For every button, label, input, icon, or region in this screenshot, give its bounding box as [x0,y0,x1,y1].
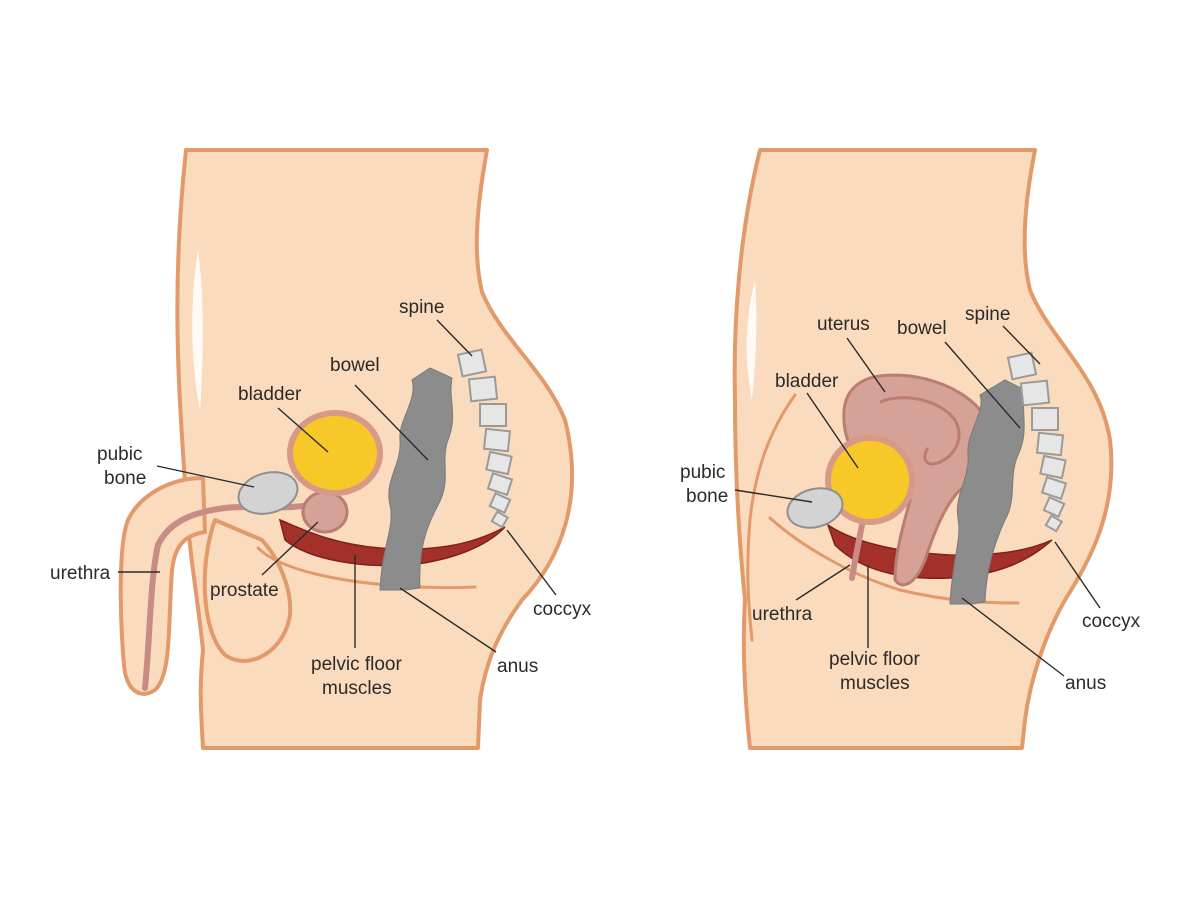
male-label-pubic-bone-2: bone [104,468,146,489]
female-label-coccyx: coccyx [1082,611,1141,632]
male-bowel [379,367,454,591]
male-label-bladder: bladder [238,384,302,405]
female-label-pelvic-floor-2: muscles [840,673,910,694]
male-penis [118,476,207,696]
female-thigh-line [746,393,797,642]
male-pubic-bone [237,471,299,515]
female-uterus-inner [879,396,961,466]
male-leader-lines [118,319,557,653]
male-label-coccyx: coccyx [533,599,592,620]
female-label-bladder: bladder [775,371,839,392]
female-belly-highlight [746,280,757,400]
female-label-bowel: bowel [897,318,947,339]
female-label-pubic-bone-2: bone [686,486,728,507]
female-label-uterus: uterus [817,314,870,335]
female-bowel [949,379,1026,605]
female-label-anus: anus [1065,673,1106,694]
female-leader-lines [734,325,1101,677]
male-pelvic-floor-muscle [278,518,506,567]
female-labels: uterus bowel spine bladder pubic bone ur… [680,304,1141,694]
female-label-spine: spine [965,304,1010,325]
male-label-pelvic-floor-2: muscles [322,678,392,699]
male-labels: spine bowel bladder pubic bone urethra p… [50,297,592,699]
female-pubic-bone [786,487,844,529]
female-spine-vertebrae [1006,351,1068,533]
female-figure [732,148,1114,750]
male-belly-highlight [192,250,203,410]
female-label-pelvic-floor-1: pelvic floor [829,649,920,670]
male-label-urethra: urethra [50,563,111,584]
female-groin-crease [768,516,1020,605]
female-label-pubic-bone-1: pubic [680,462,725,483]
male-prostate [301,490,349,534]
female-bladder [825,435,915,525]
male-figure [118,148,575,750]
female-urethra-tube [849,522,865,581]
male-label-pelvic-floor-1: pelvic floor [311,654,402,675]
male-label-anus: anus [497,656,538,677]
male-label-prostate: prostate [210,580,279,601]
male-label-pubic-bone-1: pubic [97,444,142,465]
male-spine-vertebrae [456,348,514,529]
male-label-bowel: bowel [330,355,380,376]
male-label-spine: spine [399,297,444,318]
male-bladder [287,410,383,496]
female-label-urethra: urethra [752,604,813,625]
